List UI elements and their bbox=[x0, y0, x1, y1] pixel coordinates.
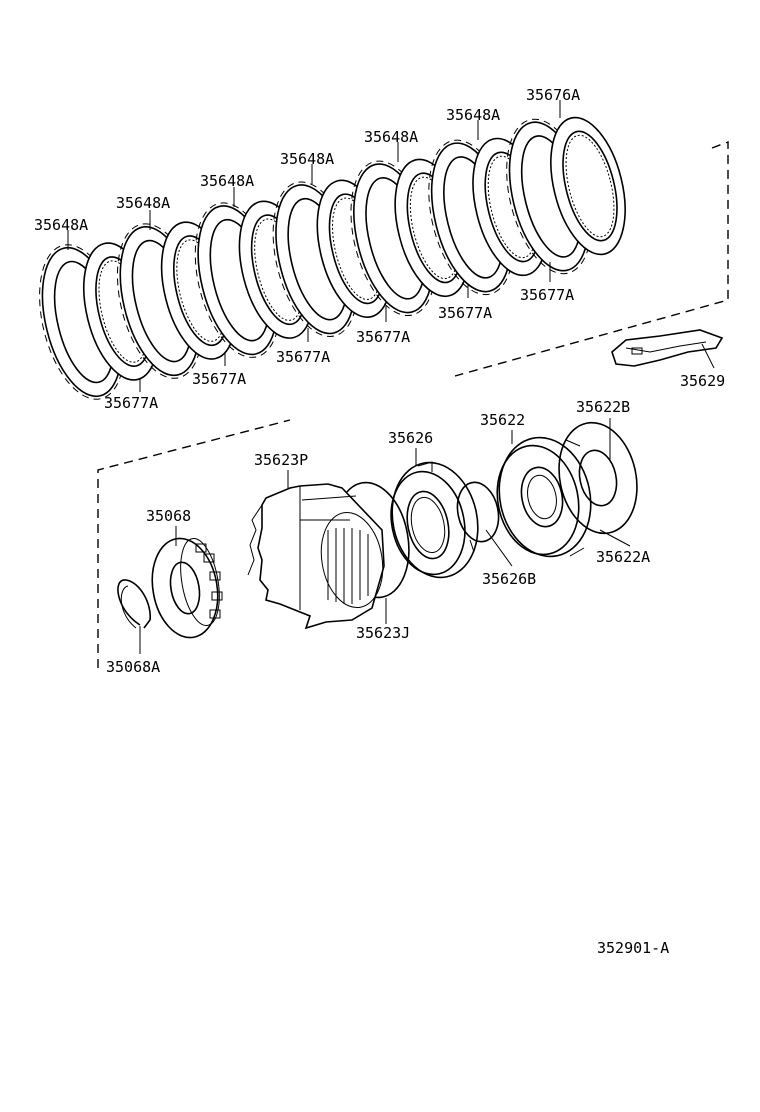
diagram-reference-number: 352901-A bbox=[597, 939, 669, 957]
disc-inner-spline bbox=[565, 134, 615, 238]
label-35623J: 35623J bbox=[356, 624, 410, 642]
label-35626: 35626 bbox=[388, 429, 433, 447]
label-35677A-4: 35677A bbox=[276, 348, 330, 366]
snap-ring-35068A bbox=[117, 579, 151, 629]
label-35677A-1: 35677A bbox=[520, 286, 574, 304]
label-35623P: 35623P bbox=[254, 451, 308, 469]
label-35648A-3: 35648A bbox=[280, 150, 334, 168]
clutch-pack bbox=[39, 116, 626, 400]
bracket-35629 bbox=[611, 329, 724, 367]
label-35648A-4: 35648A bbox=[200, 172, 254, 190]
label-35068A: 35068A bbox=[106, 658, 160, 676]
springs bbox=[195, 543, 223, 619]
label-35676A: 35676A bbox=[526, 86, 580, 104]
label-35677A-2: 35677A bbox=[438, 304, 492, 322]
label-35629: 35629 bbox=[680, 372, 725, 390]
part-labels: 35676A 35648A 35648A 35648A 35648A 35648… bbox=[34, 86, 725, 957]
plate-outer-edge bbox=[550, 116, 626, 256]
label-35677A-3: 35677A bbox=[356, 328, 410, 346]
spring-retainer-35068 bbox=[151, 537, 223, 639]
label-35626B: 35626B bbox=[482, 570, 536, 588]
seal-35626B bbox=[456, 481, 500, 543]
label-35648A-6: 35648A bbox=[34, 216, 88, 234]
label-35648A-1: 35648A bbox=[446, 106, 500, 124]
label-35648A-5: 35648A bbox=[116, 194, 170, 212]
drum-35623P bbox=[247, 483, 385, 630]
label-35068: 35068 bbox=[146, 507, 191, 525]
label-35622B: 35622B bbox=[576, 398, 630, 416]
clutch-disc bbox=[550, 116, 626, 256]
plate-inner-edge bbox=[562, 130, 618, 242]
label-35677A-5: 35677A bbox=[192, 370, 246, 388]
washer-35622B bbox=[558, 421, 638, 535]
label-35622A: 35622A bbox=[596, 548, 650, 566]
label-35677A-6: 35677A bbox=[104, 394, 158, 412]
label-35622: 35622 bbox=[480, 411, 525, 429]
piston-35622 bbox=[496, 436, 592, 558]
leader-lines bbox=[67, 100, 715, 654]
cylinder-35626 bbox=[390, 461, 479, 579]
phantom-guide-lines bbox=[97, 140, 729, 668]
label-35648A-2: 35648A bbox=[364, 128, 418, 146]
